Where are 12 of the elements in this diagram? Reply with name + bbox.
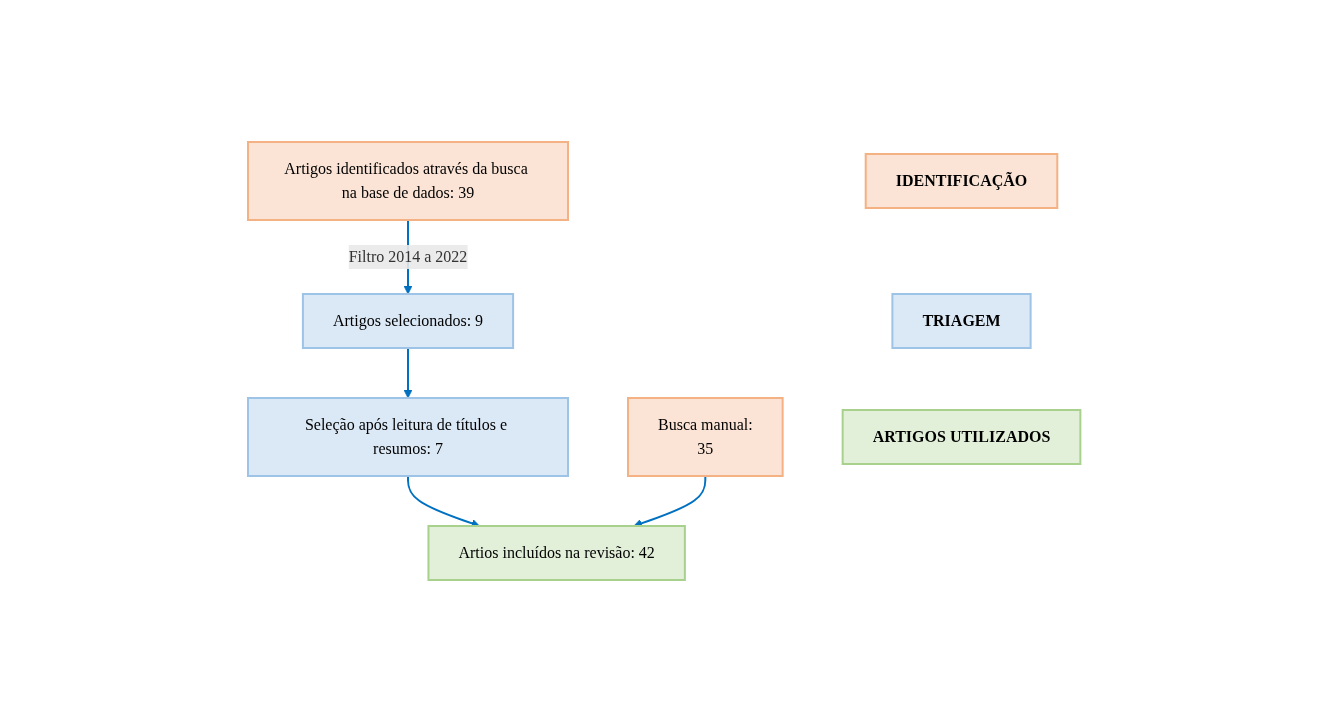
arrow: [403, 347, 413, 399]
node-box: IDENTIFICAÇÃO: [864, 153, 1059, 209]
arrow: [406, 475, 480, 528]
edge-label: Filtro 2014 a 2022: [348, 248, 468, 265]
node-box: TRIAGEM: [891, 293, 1032, 349]
node-box: ARTIGOS UTILIZADOS: [841, 409, 1082, 465]
arrow: [633, 475, 707, 528]
node-box: Artios incluídos na revisão: 42: [427, 525, 686, 581]
node-box: Artigos identificados através da busca na base de dados: 39: [246, 141, 569, 221]
node-box: Seleção após leitura de títulos e resumos: 7: [246, 397, 569, 477]
node-box: Busca manual: 35: [626, 397, 784, 477]
node-box: Artigos selecionados: 9: [301, 293, 514, 349]
